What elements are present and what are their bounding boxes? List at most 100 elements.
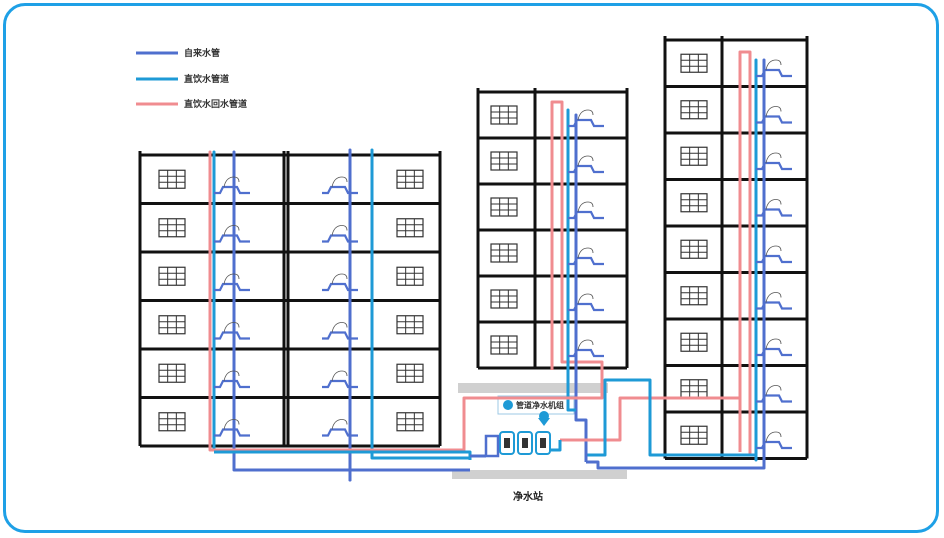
- faucet-icon: [568, 348, 604, 358]
- faucet-icon: [214, 379, 250, 389]
- faucet-spout: [223, 225, 240, 236]
- plant-base: [452, 470, 627, 479]
- pipe-network: [208, 50, 766, 482]
- faucet-spout: [331, 370, 348, 382]
- faucet-spout: [223, 322, 240, 333]
- faucet-icon: [214, 185, 250, 195]
- faucet-icon: [756, 440, 792, 450]
- faucet-spout: [765, 59, 782, 71]
- faucet-icon: [214, 234, 250, 243]
- filter-core: [540, 438, 546, 448]
- faucet-spout: [765, 152, 782, 164]
- faucet-icon: [568, 256, 604, 266]
- window-icon: [680, 146, 708, 166]
- faucet-icon: [756, 347, 792, 357]
- window-icon: [680, 425, 708, 445]
- faucet-icon: [756, 394, 792, 403]
- window-icon: [396, 363, 424, 383]
- faucet-spout: [223, 419, 240, 430]
- faucet-icon: [322, 282, 358, 292]
- plant-roof: [458, 383, 608, 393]
- pump-head-icon: [539, 411, 549, 421]
- plant-panel: [497, 395, 575, 415]
- faucet-icon: [214, 331, 250, 340]
- faucet-spout: [765, 431, 782, 443]
- faucet-icon: [568, 118, 604, 128]
- return-main-right: [600, 396, 742, 452]
- plant-outlet-pipe: [550, 440, 562, 452]
- faucet-spout: [577, 109, 594, 121]
- building-rooms: [138, 36, 809, 460]
- faucet-icon: [322, 331, 358, 340]
- filter-core: [504, 438, 510, 448]
- plant-panel-title: 管道净水机组: [516, 400, 564, 410]
- faucet-icon: [756, 208, 792, 217]
- window-icon: [158, 169, 186, 189]
- window-icon: [680, 332, 708, 352]
- plant-label: 净水站: [513, 490, 543, 503]
- direct-main-right: [586, 378, 758, 460]
- legend-label-return: 直饮水回水管道: [184, 98, 247, 110]
- window-icon: [396, 169, 424, 189]
- faucet-icon: [322, 185, 358, 195]
- window-icon: [158, 315, 186, 335]
- tap-drop-middle: [576, 418, 588, 462]
- faucet-icon: [322, 379, 358, 389]
- return-loop-right: [738, 50, 752, 455]
- faucet-icon: [568, 210, 604, 220]
- faucet-icon: [322, 428, 358, 437]
- window-icon: [158, 218, 186, 238]
- window-icon: [396, 266, 424, 286]
- faucet-spout: [331, 273, 348, 285]
- faucet-icon: [214, 282, 250, 292]
- faucet-icon: [568, 164, 604, 174]
- window-icon: [680, 193, 708, 213]
- faucet-spout: [765, 245, 782, 257]
- faucet-icon: [756, 161, 792, 171]
- window-icon: [158, 412, 186, 432]
- faucet-icon: [756, 68, 792, 78]
- plant-logo-icon: [503, 400, 513, 410]
- faucet-spout: [223, 176, 240, 188]
- faucet-spout: [765, 385, 782, 396]
- window-icon: [490, 335, 518, 355]
- faucet-spout: [765, 292, 782, 303]
- faucet-spout: [223, 273, 240, 285]
- faucet-icon: [756, 115, 792, 124]
- faucet-icon: [756, 301, 792, 310]
- window-icon: [680, 100, 708, 120]
- direct-drop-middle: [566, 400, 576, 412]
- window-icon: [490, 151, 518, 171]
- window-icon: [680, 53, 708, 73]
- legend: 自来水管 直饮水管道 直饮水回水管道: [136, 47, 247, 110]
- plant-inlet-manifold: [484, 434, 500, 458]
- faucet-spout: [577, 155, 594, 167]
- return-main-left: [210, 378, 604, 452]
- window-icon: [158, 363, 186, 383]
- legend-label-tap: 自来水管: [184, 47, 220, 59]
- faucet-spout: [577, 339, 594, 351]
- faucet-spout: [765, 199, 782, 210]
- faucet-icon: [756, 254, 792, 264]
- faucet-spout: [577, 247, 594, 259]
- window-icon: [680, 379, 708, 399]
- window-icon: [396, 412, 424, 432]
- window-icon: [158, 266, 186, 286]
- plant-equipment: [484, 411, 551, 458]
- window-icon: [490, 105, 518, 125]
- window-icon: [680, 286, 708, 306]
- faucet-spout: [331, 419, 348, 430]
- window-icon: [490, 197, 518, 217]
- window-icon: [396, 218, 424, 238]
- faucet-spout: [223, 370, 240, 382]
- faucet-icon: [568, 302, 604, 312]
- water-plant: 管道净水机组 净水站: [452, 383, 627, 503]
- faucet-fixtures: [214, 59, 792, 450]
- window-icon: [490, 243, 518, 263]
- return-loop-middle: [550, 100, 604, 378]
- faucet-spout: [765, 338, 782, 350]
- legend-label-direct: 直饮水管道: [184, 73, 229, 85]
- faucet-spout: [577, 201, 594, 213]
- window-icon: [490, 289, 518, 309]
